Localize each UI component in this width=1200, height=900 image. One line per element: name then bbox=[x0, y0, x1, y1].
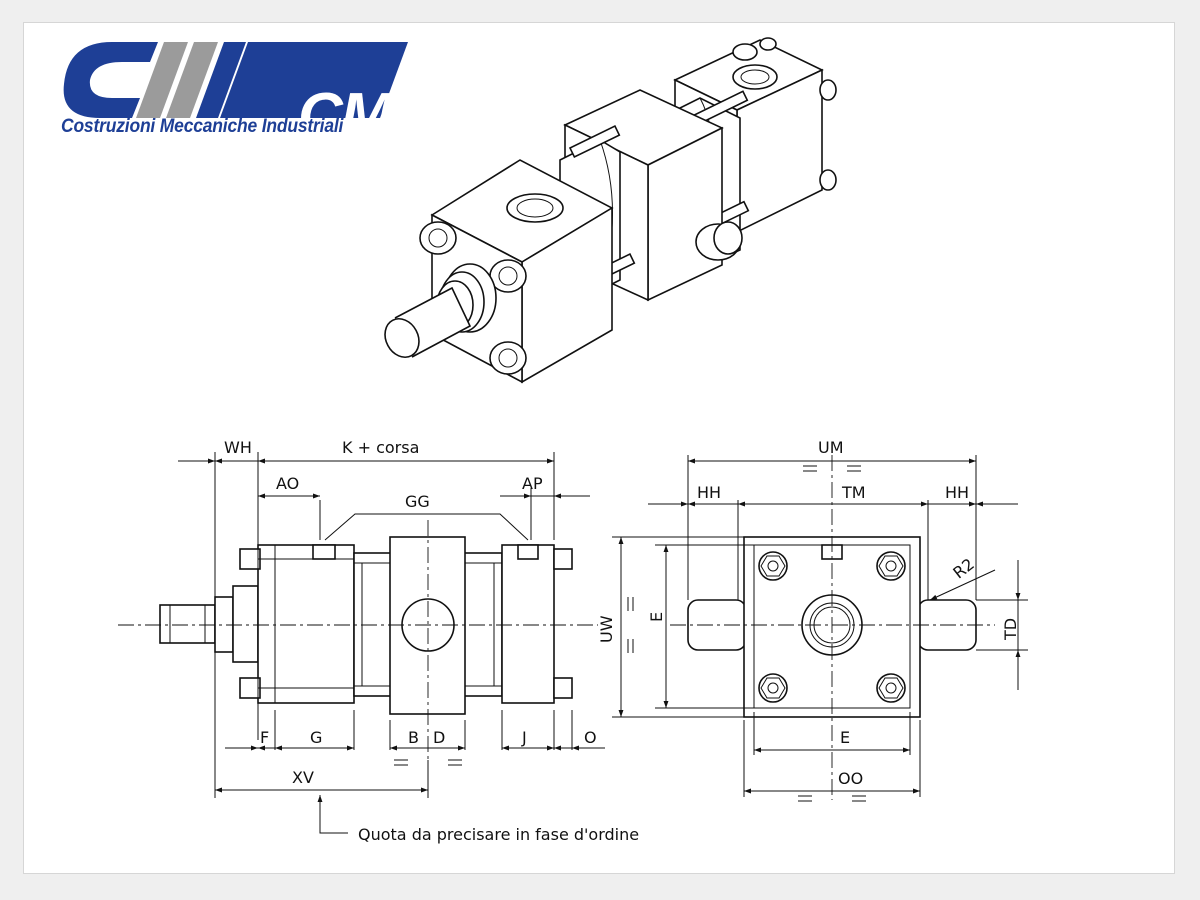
label-e-vertical: E bbox=[647, 612, 666, 622]
side-view: WH K + corsa AO AP GG F G B D J O XV Quo… bbox=[118, 438, 639, 844]
gg-port-rear bbox=[517, 544, 539, 560]
gg-port-front bbox=[312, 544, 336, 560]
end-view-nuts bbox=[758, 551, 906, 703]
label-wh: WH bbox=[224, 438, 252, 457]
label-g: G bbox=[310, 728, 322, 747]
label-gg: GG bbox=[405, 492, 430, 511]
label-ap: AP bbox=[522, 474, 543, 493]
end-view: UM HH TM HH R2 UW E TD E OO bbox=[597, 438, 1028, 802]
logo-brand-text: CMI bbox=[298, 81, 408, 150]
cmi-logo: CMI bbox=[60, 40, 410, 150]
label-o: O bbox=[584, 728, 597, 747]
label-r2: R2 bbox=[949, 554, 977, 582]
label-uw: UW bbox=[597, 615, 616, 643]
label-hh-left: HH bbox=[697, 483, 721, 502]
cmi-logo-mark bbox=[63, 42, 408, 118]
label-tm: TM bbox=[841, 483, 866, 502]
label-um: UM bbox=[818, 438, 844, 457]
label-xv: XV bbox=[292, 768, 314, 787]
label-oo: OO bbox=[838, 769, 863, 788]
label-b: B bbox=[408, 728, 419, 747]
label-j: J bbox=[521, 728, 527, 747]
isometric-cylinder-view bbox=[384, 37, 837, 384]
label-e-horizontal: E bbox=[840, 728, 850, 747]
label-d: D bbox=[433, 728, 445, 747]
label-f: F bbox=[260, 728, 269, 747]
label-ao: AO bbox=[276, 474, 299, 493]
label-td: TD bbox=[1001, 618, 1020, 641]
logo-tagline: Costruzioni Meccaniche Industriali bbox=[61, 116, 344, 137]
label-hh-right: HH bbox=[945, 483, 969, 502]
order-note: Quota da precisare in fase d'ordine bbox=[358, 825, 639, 844]
label-k-corsa: K + corsa bbox=[342, 438, 419, 457]
